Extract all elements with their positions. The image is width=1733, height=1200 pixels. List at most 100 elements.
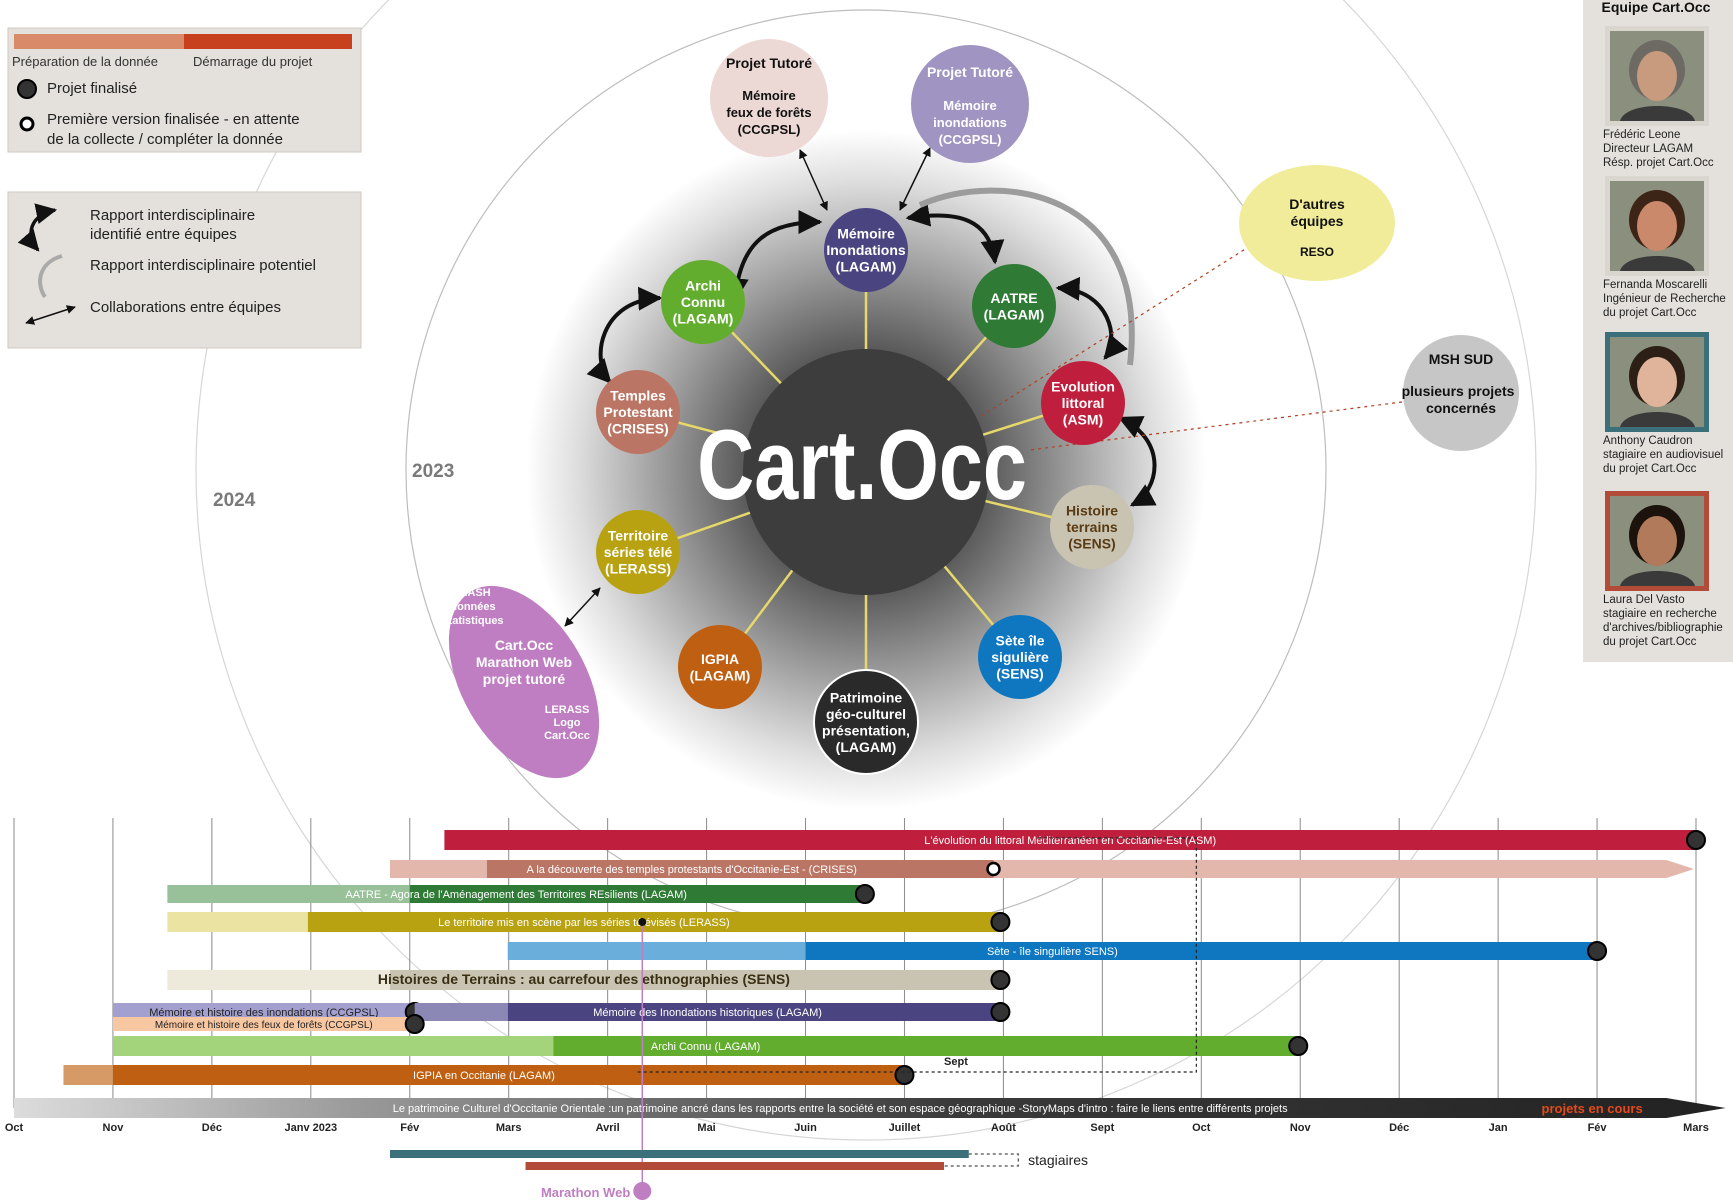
legend-pending-line1: Première version finalisée - en attente — [47, 111, 300, 128]
pending-marker — [986, 861, 1001, 877]
avatar-body — [1620, 412, 1695, 427]
finished-marker — [894, 1065, 915, 1085]
svg-text:Projet Tutoré: Projet Tutoré — [927, 64, 1013, 80]
bar-label: Histoires de Terrains : au carrefour des… — [378, 971, 790, 987]
avatar-face — [1637, 357, 1677, 407]
svg-text:RESO: RESO — [1300, 245, 1334, 259]
node-label: (LAGAM) — [836, 259, 897, 275]
month-label: Nov — [1290, 1122, 1312, 1134]
svg-text:Cart.Occ: Cart.Occ — [495, 637, 554, 653]
node-label: (LAGAM) — [984, 306, 1045, 322]
node-label: (SENS) — [1068, 536, 1115, 552]
bar-label: Le territoire mis en scène par les série… — [438, 917, 730, 929]
bar-main-segment — [307, 912, 1001, 932]
finished-marker — [1288, 1036, 1309, 1056]
timeline-bar: Histoires de Terrains : au carrefour des… — [167, 970, 1011, 990]
node-label: Sète île — [995, 633, 1044, 649]
member-text: du projet Cart.Occ — [1603, 307, 1697, 319]
node-igpia: IGPIA(LAGAM) — [678, 625, 762, 709]
node-label: Protestant — [603, 404, 673, 420]
node-label: littoral — [1062, 395, 1105, 411]
timeline-bar: Mémoire et histoire des feux de forêts (… — [112, 1014, 425, 1034]
node-label: Archi — [685, 278, 721, 294]
month-label: Fév — [1588, 1122, 1608, 1134]
node-label: (LERASS) — [605, 561, 671, 577]
marathon-circle — [633, 1182, 652, 1200]
bubble-autres-equipes: D'autres équipes RESO — [1239, 165, 1395, 281]
month-label: Jan — [1489, 1122, 1508, 1134]
avatar-face — [1637, 51, 1677, 101]
legend-collab-label: Collaborations entre équipes — [90, 299, 281, 316]
svg-text:(CCGPSL): (CCGPSL) — [939, 132, 1002, 147]
node-label: Connu — [681, 294, 725, 310]
svg-text:Mémoire: Mémoire — [943, 98, 996, 113]
avatar-body — [1620, 571, 1695, 586]
legend-identified-line2: identifié entre équipes — [90, 226, 237, 243]
center-label: Cart.Occ — [697, 410, 1027, 520]
timeline-bar: IGPIA en Occitanie (LAGAM) — [63, 1065, 915, 1085]
month-label: Mars — [496, 1122, 522, 1134]
stagiaire-bar — [525, 1162, 945, 1170]
bar-label: AATRE - Agora de l'Aménagement des Terri… — [345, 889, 687, 901]
stagiaire-bar — [389, 1150, 969, 1158]
bar-label: Mémoire et histoire des inondations (CCG… — [149, 1007, 378, 1019]
bar-main-segment — [409, 885, 865, 903]
svg-text:données: données — [450, 601, 495, 613]
svg-text:concernés: concernés — [1426, 400, 1496, 416]
patrimoine-bar — [14, 1098, 1726, 1118]
svg-text:Mémoire: Mémoire — [742, 88, 795, 103]
member-text: Fernanda Moscarelli — [1603, 279, 1707, 291]
center-circle — [743, 349, 989, 595]
member-text: Ingénieur de Recherche — [1603, 293, 1726, 305]
member-text: Directeur LAGAM — [1603, 143, 1693, 155]
bar-prep-segment — [167, 885, 410, 903]
member-text: d'archives/bibliographie — [1603, 622, 1723, 634]
finished-marker — [1587, 941, 1608, 961]
bubble-msh-sud: MSH SUD plusieurs projets concernés — [1402, 335, 1519, 451]
node-circle — [813, 669, 919, 775]
dashed-link — [637, 837, 1197, 1073]
legend-potential-label: Rapport interdisciplinaire potentiel — [90, 257, 316, 274]
member-text: stagiaire en recherche — [1603, 608, 1717, 620]
pending-marker-icon — [19, 116, 35, 132]
bubble-miash: MIASH données statistiques Cart.Occ Mara… — [442, 585, 600, 779]
node-label: (CRISES) — [607, 421, 668, 437]
node-label: géo-culturel — [826, 706, 906, 722]
svg-text:(CCGPSL): (CCGPSL) — [738, 122, 801, 137]
month-label: Août — [991, 1122, 1016, 1134]
bar-prep-segment — [167, 912, 308, 932]
month-label: Fév — [400, 1122, 420, 1134]
finished-marker — [404, 1014, 425, 1034]
svg-text:Projet Tutoré: Projet Tutoré — [726, 55, 812, 71]
node-label: séries télé — [604, 544, 673, 560]
marathon-dot — [638, 918, 647, 926]
month-label: Mai — [697, 1122, 715, 1134]
svg-text:LERASS: LERASS — [545, 704, 590, 716]
node-circle — [661, 260, 745, 344]
finished-marker — [990, 912, 1011, 932]
node-aatre: AATRE(LAGAM) — [972, 264, 1056, 348]
timeline-bar: Le territoire mis en scène par les série… — [167, 912, 1011, 932]
svg-text:statistiques: statistiques — [442, 615, 503, 627]
svg-text:MIASH: MIASH — [455, 587, 491, 599]
team-title: Equipe Cart.Occ — [1602, 0, 1711, 15]
bar-label: IGPIA en Occitanie (LAGAM) — [413, 1070, 555, 1082]
patrimoine-label: Le patrimoine Culturel d'Occitanie Orien… — [393, 1103, 1288, 1115]
node-circle — [596, 370, 680, 454]
svg-text:inondations: inondations — [933, 115, 1007, 130]
bar-prep-segment — [167, 970, 390, 990]
finished-marker — [1686, 830, 1706, 850]
month-label: Déc — [1389, 1122, 1409, 1134]
node-circle — [978, 615, 1062, 699]
node-circle — [678, 625, 762, 709]
node-circle — [1050, 485, 1134, 569]
stagiaire-bracket — [944, 1153, 1019, 1167]
member-text: Anthony Caudron — [1603, 435, 1693, 447]
bar-main-segment — [444, 830, 1697, 850]
